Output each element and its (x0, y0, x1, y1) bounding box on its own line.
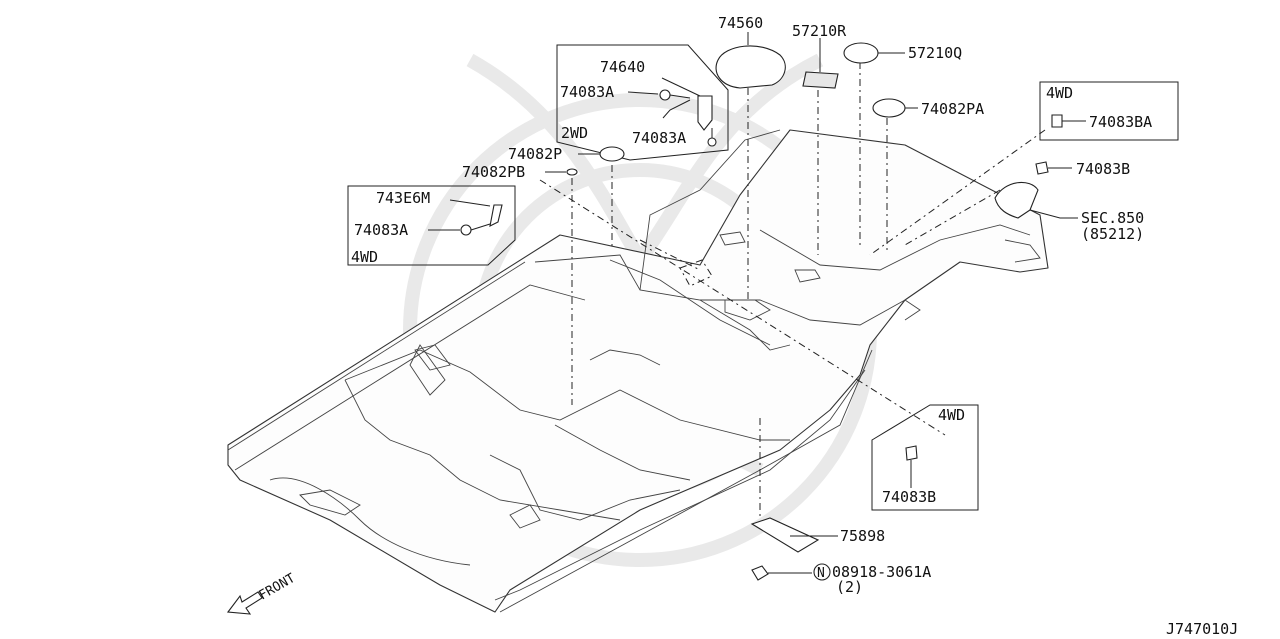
part-74083b-nut-right[interactable]: 74083B (1035, 160, 1130, 178)
part-74083a-bolt-top[interactable] (627, 89, 691, 101)
label-n-symbol: N (817, 566, 825, 581)
part-74082pa-plug[interactable]: 74082PA (872, 98, 984, 118)
label-4wd-bottomright: 4WD (938, 406, 965, 424)
label-74082pb: 74082PB (462, 163, 525, 181)
label-74560: 74560 (718, 14, 763, 32)
n-symbol-icon (813, 563, 831, 581)
front-arrow: FRONT (226, 571, 299, 615)
diagram-code: J747010J (1166, 620, 1238, 638)
label-74083a-top: 74083A (560, 83, 614, 101)
label-08918: 08918-3061A (832, 563, 931, 581)
label-743e6m: 743E6M (376, 189, 430, 207)
label-sec850: SEC.850 (1081, 209, 1144, 227)
label-2wd: 2WD (561, 124, 588, 142)
part-74640-bracket[interactable] (661, 77, 713, 131)
part-sec850-bracket[interactable]: SEC.850 (85212) (994, 181, 1144, 243)
part-74560-cover[interactable]: 74560 (715, 14, 786, 89)
label-75898: 75898 (840, 527, 885, 545)
part-74083b-clip-bottom[interactable] (905, 445, 918, 488)
front-arrow-icon (226, 591, 263, 615)
label-74083a-mid: 74083A (632, 129, 686, 147)
label-4wd-topright: 4WD (1046, 84, 1073, 102)
label-57210r: 57210R (792, 22, 847, 40)
part-74083a-bolt-left[interactable] (428, 223, 491, 236)
box-4wd-left: 4WD 743E6M 74083A (347, 185, 516, 266)
label-74083a-left: 74083A (354, 221, 408, 239)
label-74083b-bottom: 74083B (882, 488, 936, 506)
label-08918-qty: (2) (836, 578, 863, 596)
part-74082p-plug[interactable]: 74082P (508, 145, 625, 163)
label-74082pa: 74082PA (921, 100, 984, 118)
label-74083b-right: 74083B (1076, 160, 1130, 178)
part-74082pb-plug[interactable]: 74082PB (462, 163, 578, 181)
part-75898-plate[interactable]: 75898 (750, 517, 885, 553)
label-74083ba: 74083BA (1089, 113, 1152, 131)
label-57210q: 57210Q (908, 44, 962, 62)
box-4wd-topright: 4WD 74083BA (1039, 81, 1179, 141)
floor-panel (227, 129, 1049, 613)
part-743e6m-bracket[interactable] (449, 199, 503, 227)
box-2wd: 2WD 74640 74083A 74083A (556, 44, 729, 161)
part-57210q-cap[interactable]: 57210Q (843, 42, 962, 64)
label-sec850-ref: (85212) (1081, 225, 1144, 243)
part-08918-nut[interactable]: N 08918-3061A (2) (751, 563, 931, 596)
part-74083ba-clip[interactable] (1051, 114, 1086, 128)
box-4wd-bottomright: 4WD 74083B (871, 404, 979, 511)
label-74082p: 74082P (508, 145, 562, 163)
label-front: FRONT (257, 571, 299, 604)
part-74083a-bolt-mid[interactable] (707, 128, 717, 147)
label-4wd-left: 4WD (351, 248, 378, 266)
label-74640: 74640 (600, 58, 645, 76)
part-57210r-pad[interactable]: 57210R (792, 22, 847, 89)
reference-lines (539, 62, 1046, 520)
